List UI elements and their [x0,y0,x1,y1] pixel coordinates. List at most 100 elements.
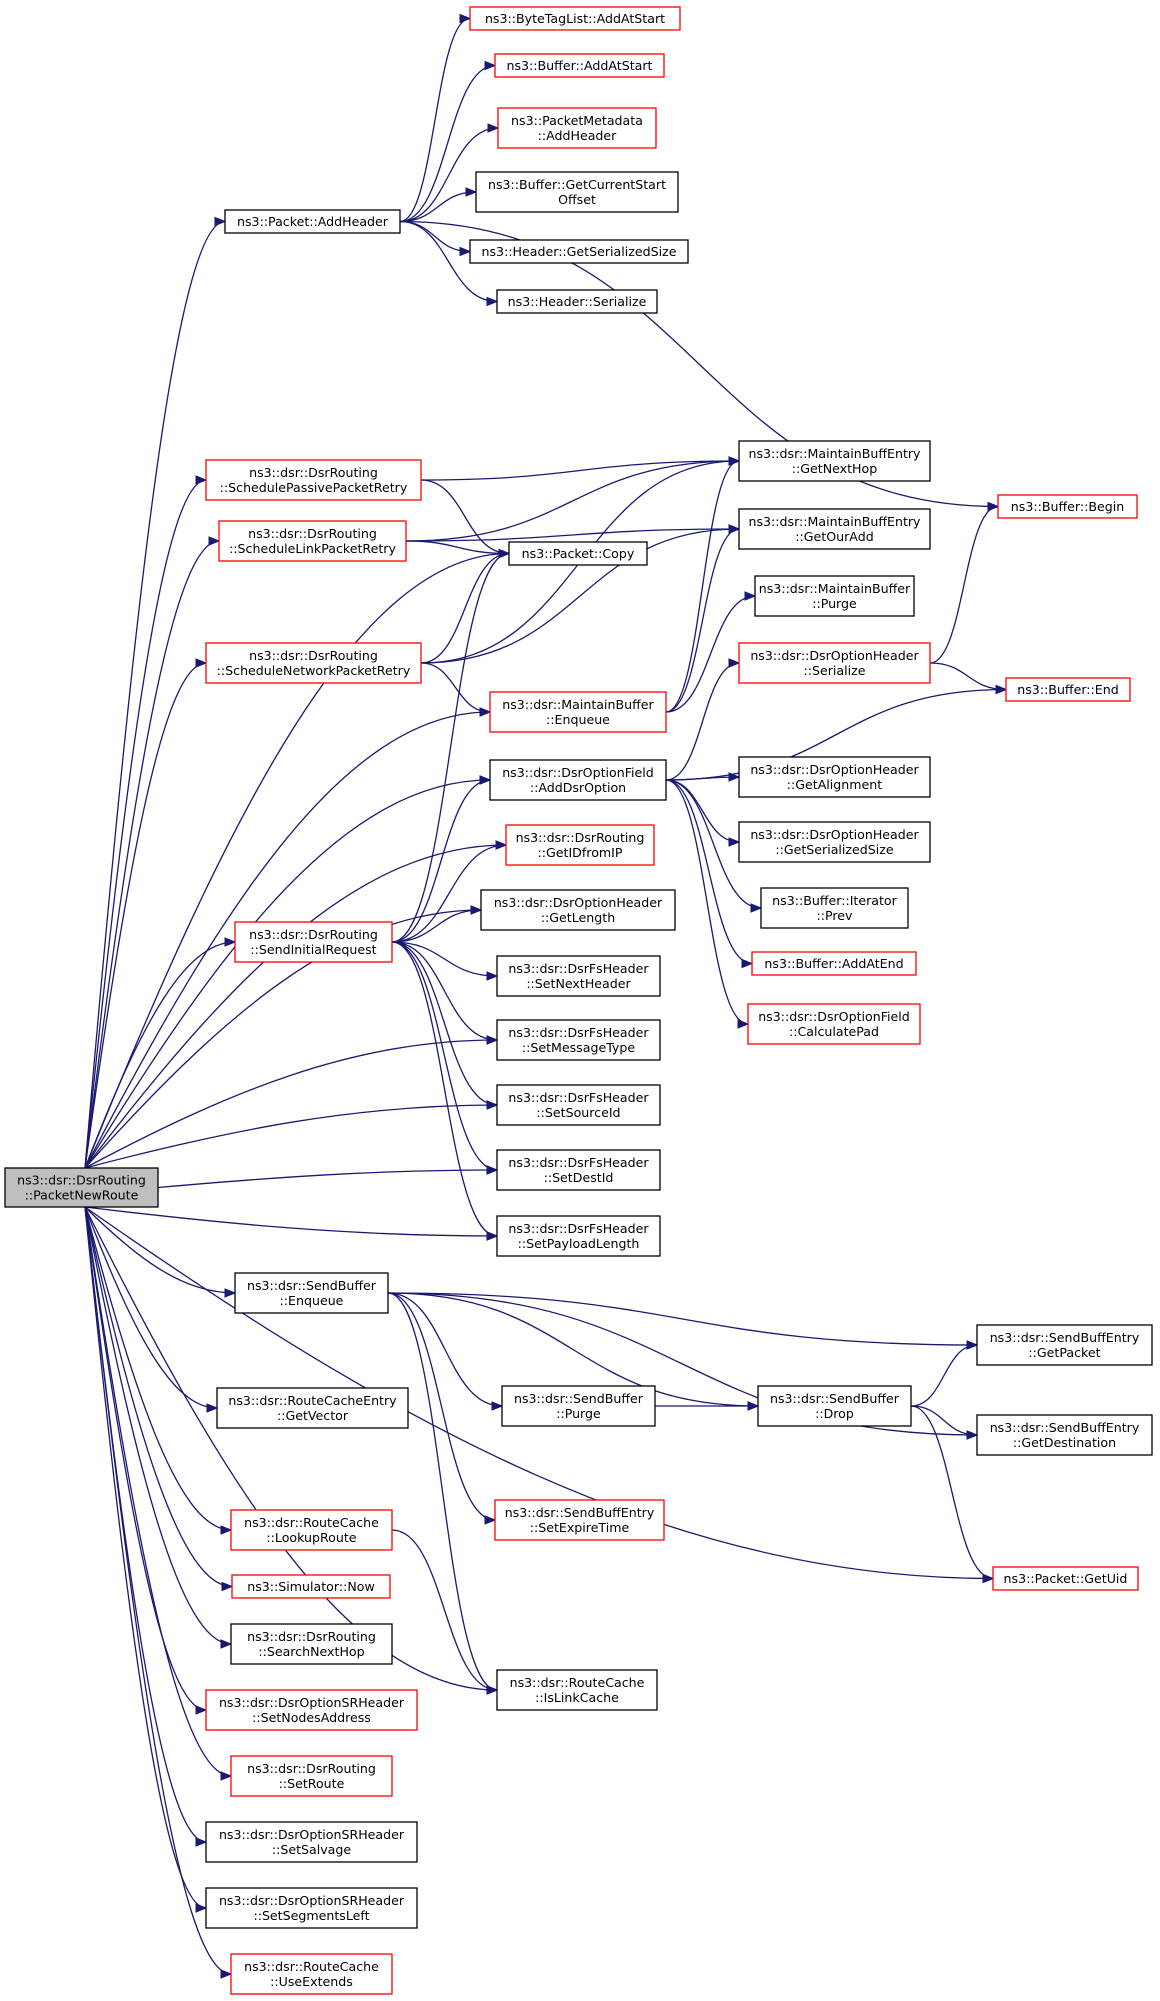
call-edge-packet_addheader-to-buffer_addatstart [399,60,497,223]
function-node-sb_drop[interactable]: ns3::dsr::SendBuffer::Drop [757,1385,912,1427]
function-node-label: ns3::Buffer::GetCurrentStart [488,177,666,192]
function-node-sbe_setexpiretime[interactable]: ns3::dsr::SendBuffEntry::SetExpireTime [494,1499,665,1541]
function-node-send_initial[interactable]: ns3::dsr::DsrRouting::SendInitialRequest [234,921,393,963]
function-node-doh_getserializedsize[interactable]: ns3::dsr::DsrOptionHeader::GetSerialized… [738,821,931,863]
function-node-buffer_begin[interactable]: ns3::Buffer::Begin [997,494,1138,519]
call-edge-root-to-rce_getvector [84,1206,219,1413]
call-edge-send_initial-to-dsr_getidfromip [391,840,508,943]
function-node-sbe_getpacket[interactable]: ns3::dsr::SendBuffEntry::GetPacket [976,1324,1153,1366]
function-node-label: ::GetVector [277,1408,349,1423]
function-node-dosr_setsalvage[interactable]: ns3::dsr::DsrOptionSRHeader::SetSalvage [205,1821,418,1863]
function-node-label: ::SetSegmentsLeft [253,1908,369,1923]
function-node-rce_getvector[interactable]: ns3::dsr::RouteCacheEntry::GetVector [216,1387,409,1429]
function-node-schedule_network[interactable]: ns3::dsr::DsrRouting::ScheduleNetworkPac… [205,642,422,684]
function-node-fs_setpayloadlength[interactable]: ns3::dsr::DsrFsHeader::SetPayloadLength [496,1215,661,1257]
function-node-bytetag_addatstart[interactable]: ns3::ByteTagList::AddAtStart [469,6,681,31]
function-node-label: ns3::dsr::DsrRouting [249,465,378,480]
function-node-root: ns3::dsr::DsrRouting::PacketNewRoute [4,1167,159,1208]
function-node-box [489,759,667,801]
function-node-sb_enqueue[interactable]: ns3::dsr::SendBuffer::Enqueue [234,1272,389,1314]
function-node-doh_getlength[interactable]: ns3::dsr::DsrOptionHeader::GetLength [480,889,676,931]
function-node-box [754,575,915,617]
function-node-label: ns3::Buffer::End [1017,682,1118,697]
function-node-label: ::SendInitialRequest [250,942,376,957]
function-node-schedule_passive[interactable]: ns3::dsr::DsrRouting::SchedulePassivePac… [205,459,422,501]
call-edge-line [665,528,740,713]
function-node-label: ns3::dsr::DsrRouting [247,1761,376,1776]
arrowhead-icon [459,13,472,24]
function-node-dsr_setroute[interactable]: ns3::dsr::DsrRouting::SetRoute [230,1755,393,1797]
call-edge-root-to-fs_setsourceid [84,1100,499,1169]
function-node-mbe_getnexthop[interactable]: ns3::dsr::MaintainBuffEntry::GetNextHop [738,440,931,482]
function-node-label: Offset [558,192,596,207]
function-node-sbe_getdestination[interactable]: ns3::dsr::SendBuffEntry::GetDestination [976,1414,1153,1456]
function-node-bufiter_prev[interactable]: ns3::Buffer::Iterator::Prev [760,887,909,929]
function-node-dof_calculatepad[interactable]: ns3::dsr::DsrOptionField::CalculatePad [747,1003,921,1045]
function-node-label: ::SetMessageType [522,1040,636,1055]
function-node-sim_now[interactable]: ns3::Simulator::Now [231,1574,391,1599]
call-edge-line [420,528,740,664]
function-node-dof_adddsroption[interactable]: ns3::dsr::DsrOptionField::AddDsrOption [489,759,667,801]
call-edge-dof_adddsroption-to-buffer_end [665,684,1008,781]
function-node-label: ns3::dsr::MaintainBuffEntry [748,446,921,461]
function-node-box [496,1019,661,1061]
function-node-doh_serialize[interactable]: ns3::dsr::DsrOptionHeader::Serialize [738,642,931,684]
function-node-packet_getuid[interactable]: ns3::Packet::GetUid [992,1566,1139,1591]
function-node-fs_setnextheader[interactable]: ns3::dsr::DsrFsHeader::SetNextHeader [496,955,661,997]
function-node-fs_setmessagetype[interactable]: ns3::dsr::DsrFsHeader::SetMessageType [496,1019,661,1061]
function-node-rc_useextends[interactable]: ns3::dsr::RouteCache::UseExtends [230,1953,393,1995]
function-node-label: ns3::Simulator::Now [247,1579,375,1594]
call-edge-line [84,1206,232,1975]
function-node-fs_setdestid[interactable]: ns3::dsr::DsrFsHeader::SetDestId [496,1149,661,1191]
function-node-packet_copy[interactable]: ns3::Packet::Copy [508,541,648,566]
function-node-label: ::GetAlignment [787,777,883,792]
function-node-label: ns3::dsr::DsrOptionHeader [750,827,919,842]
function-node-rc_islinkcache[interactable]: ns3::dsr::RouteCache::IsLinkCache [496,1669,658,1711]
function-node-label: ::GetNextHop [792,461,877,476]
call-edge-root-to-dsr_getidfromip [84,840,508,1169]
call-edge-dof_adddsroption-to-buffer_addatend [665,779,754,969]
function-node-dsr_getidfromip[interactable]: ns3::dsr::DsrRouting::GetIDfromIP [505,824,655,866]
function-node-mb_purge[interactable]: ns3::dsr::MaintainBuffer::Purge [754,575,915,617]
function-node-packetmeta_addheader[interactable]: ns3::PacketMetadata::AddHeader [497,107,657,149]
function-node-dsr_searchnexthop[interactable]: ns3::dsr::DsrRouting::SearchNextHop [230,1623,393,1665]
function-node-label: ns3::dsr::DsrRouting [247,1629,376,1644]
call-edge-line [665,662,740,781]
function-node-header_getserializedsize[interactable]: ns3::Header::GetSerializedSize [469,239,689,264]
function-node-label: ns3::dsr::DsrOptionHeader [494,895,663,910]
function-node-label: ns3::dsr::DsrOptionHeader [750,648,919,663]
function-node-mb_enqueue[interactable]: ns3::dsr::MaintainBuffer::Enqueue [489,691,667,733]
function-node-label: ns3::dsr::MaintainBuffer [759,581,911,596]
call-edge-dof_adddsroption-to-doh_getalignment [665,772,741,782]
call-edge-root-to-schedule_link [84,536,221,1169]
function-node-label: ns3::dsr::DsrRouting [248,526,377,541]
function-node-schedule_link[interactable]: ns3::dsr::DsrRouting::ScheduleLinkPacket… [218,520,407,562]
function-node-label: ns3::dsr::DsrRouting [249,648,378,663]
call-edge-line [84,779,491,1169]
arrowhead-icon [486,1231,499,1241]
function-node-doh_getalignment[interactable]: ns3::dsr::DsrOptionHeader::GetAlignment [738,756,931,798]
function-node-dosr_setsegmentsleft[interactable]: ns3::dsr::DsrOptionSRHeader::SetSegments… [205,1887,418,1929]
function-node-label: ns3::dsr::SendBuffEntry [990,1330,1140,1345]
function-node-dosr_setnodesaddress[interactable]: ns3::dsr::DsrOptionSRHeader::SetNodesAdd… [205,1689,418,1731]
function-node-fs_setsourceid[interactable]: ns3::dsr::DsrFsHeader::SetSourceId [496,1084,661,1126]
function-node-mbe_getouradd[interactable]: ns3::dsr::MaintainBuffEntry::GetOurAdd [738,508,931,550]
call-edge-dof_adddsroption-to-doh_getserializedsize [665,779,741,847]
function-node-box [205,1887,418,1929]
arrowhead-icon [744,591,757,601]
call-edge-line [84,1206,207,1711]
function-node-label: ::IsLinkCache [535,1690,619,1705]
arrowhead-icon [484,1515,497,1525]
function-node-label: ns3::dsr::SendBuffEntry [505,1505,655,1520]
function-node-buffer_addatend[interactable]: ns3::Buffer::AddAtEnd [751,951,917,976]
call-edge-line [399,220,498,303]
function-node-packet_addheader[interactable]: ns3::Packet::AddHeader [224,209,401,234]
call-edge-sb_drop-to-sbe_getpacket [910,1340,979,1407]
function-node-buffer_addatstart[interactable]: ns3::Buffer::AddAtStart [494,53,665,78]
function-node-rc_lookuproute[interactable]: ns3::dsr::RouteCache::LookupRoute [230,1509,393,1551]
function-node-header_serialize[interactable]: ns3::Header::Serialize [496,289,658,314]
function-node-sb_purge[interactable]: ns3::dsr::SendBuffer::Purge [501,1385,656,1427]
function-node-buffer_end[interactable]: ns3::Buffer::End [1005,677,1131,702]
function-node-label: ::SearchNextHop [258,1644,364,1659]
